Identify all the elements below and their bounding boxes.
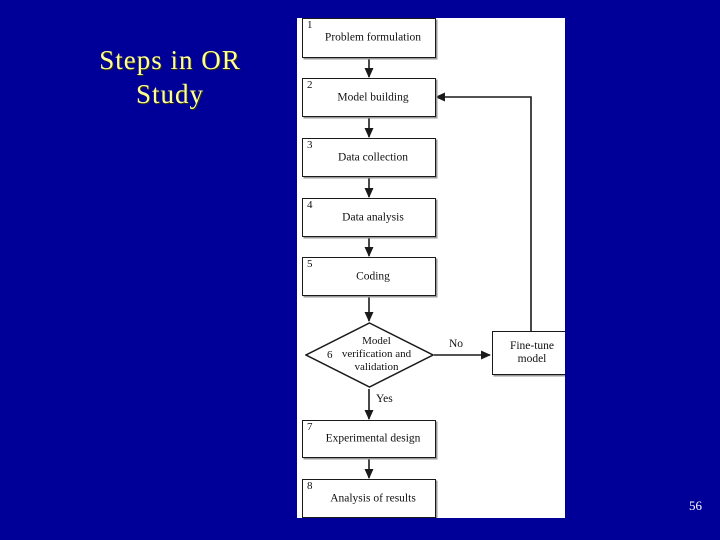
flowchart-node-5-label: Coding bbox=[356, 269, 390, 282]
flowchart-node-2[interactable]: 2 Model building bbox=[302, 78, 436, 117]
flowchart-node-finetune-model[interactable]: Fine-tune model bbox=[492, 331, 565, 375]
edge-finetune-to-2 bbox=[435, 92, 532, 331]
page-title-line-1: Steps in OR bbox=[99, 45, 241, 75]
flowchart-node-5[interactable]: 5 Coding bbox=[302, 257, 436, 296]
flowchart-node-6-number: 6 bbox=[327, 349, 333, 361]
flowchart-node-6-label: Model verification and validation bbox=[305, 335, 434, 375]
flowchart-node-8-number: 8 bbox=[307, 480, 313, 492]
flowchart-node-1-label: Problem formulation bbox=[324, 31, 422, 44]
flowchart-node-finetune-model-label: Fine-tune model bbox=[493, 340, 565, 366]
flowchart-node-3-number: 3 bbox=[307, 139, 313, 151]
flowchart-node-1-number: 1 bbox=[307, 19, 313, 31]
flowchart-panel: 1 Problem formulation 2 Model building 3… bbox=[297, 18, 565, 518]
flowchart-node-6-label-line-1: Model bbox=[362, 335, 391, 348]
flowchart-node-7[interactable]: 7 Experimental design bbox=[302, 420, 436, 458]
flowchart-node-4-label: Data analysis bbox=[342, 210, 404, 223]
flowchart-node-3-label: Data collection bbox=[338, 150, 408, 163]
flowchart-node-2-number: 2 bbox=[307, 79, 313, 91]
flowchart-node-2-label: Model building bbox=[337, 90, 409, 103]
flowchart-node-7-label: Experimental design bbox=[325, 432, 421, 445]
flowchart-node-8[interactable]: 8 Analysis of results bbox=[302, 479, 436, 518]
flowchart-node-6-decision[interactable]: 6 Model verification and validation bbox=[305, 322, 434, 388]
flowchart-node-3[interactable]: 3 Data collection bbox=[302, 138, 436, 177]
flowchart-node-6-label-line-2: verification and bbox=[341, 348, 412, 361]
page-title-line-2: Study bbox=[135, 78, 205, 109]
page-number: 56 bbox=[689, 498, 702, 513]
flowchart-node-7-number: 7 bbox=[307, 421, 313, 433]
flowchart-node-4[interactable]: 4 Data analysis bbox=[302, 198, 436, 237]
finetune-label-line-1: Fine-tune bbox=[509, 339, 555, 352]
flowchart-node-5-number: 5 bbox=[307, 258, 313, 270]
diamond-shape-icon bbox=[305, 322, 434, 388]
flowchart-node-8-label: Analysis of results bbox=[330, 491, 416, 504]
flowchart-node-1[interactable]: 1 Problem formulation bbox=[302, 18, 436, 58]
finetune-label-line-2: model bbox=[517, 353, 547, 365]
flowchart-connectors bbox=[364, 58, 532, 479]
flowchart-node-4-number: 4 bbox=[307, 199, 313, 211]
edge-label-yes: Yes bbox=[376, 393, 393, 405]
page-title: Steps in OR Study bbox=[40, 44, 300, 112]
edge-label-no: No bbox=[449, 338, 464, 350]
flowchart-node-6-label-line-3: validation bbox=[354, 361, 399, 374]
